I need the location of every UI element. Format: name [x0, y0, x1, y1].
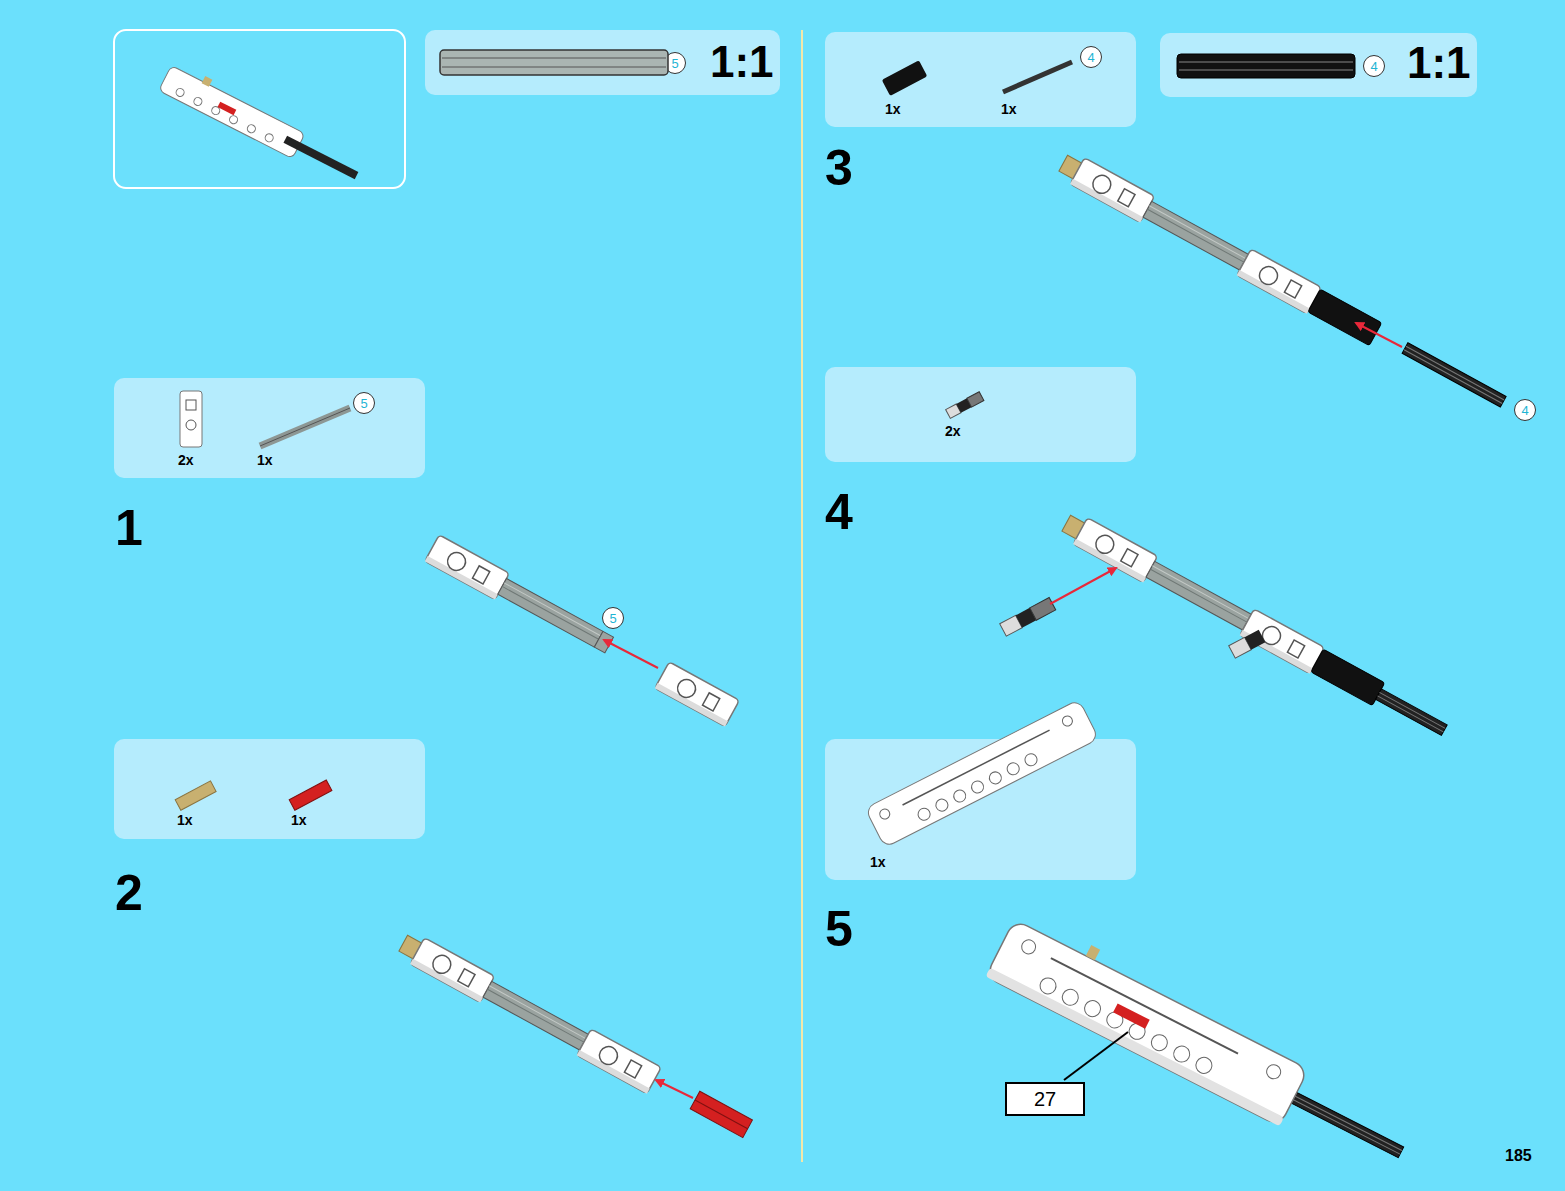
- parts-panel: 2x: [825, 367, 1136, 462]
- step-number: 3: [825, 143, 853, 193]
- page-number: 185: [1505, 1148, 1532, 1164]
- parts-panel: 1x: [825, 739, 1136, 880]
- parts-panel: 2x 1x 5: [114, 378, 425, 478]
- callout-number: 4: [1087, 51, 1094, 64]
- step-number: 4: [825, 487, 853, 537]
- step-number: 1: [115, 503, 143, 553]
- callout-number: 27: [1034, 1088, 1056, 1111]
- step-number: 2: [115, 868, 143, 918]
- callout-number: 4: [1080, 46, 1102, 68]
- scale-label: 1:1: [1407, 41, 1471, 85]
- step-number: 5: [825, 904, 853, 954]
- quantity-label: 2x: [945, 424, 961, 438]
- scale-label: 1:1: [710, 40, 774, 84]
- parts-panel: 1:1 4: [1160, 33, 1477, 97]
- callout-number: 5: [609, 612, 616, 625]
- callout-number: 4: [1514, 399, 1536, 421]
- quantity-label: 1x: [291, 813, 307, 827]
- callout-number: 4: [1521, 404, 1528, 417]
- quantity-label: 1x: [870, 855, 886, 869]
- quantity-label: 2x: [178, 453, 194, 467]
- callout-number: 4: [1363, 55, 1385, 77]
- quantity-label: 1x: [257, 453, 273, 467]
- quantity-label: 1x: [177, 813, 193, 827]
- quantity-label: 1x: [885, 102, 901, 116]
- callout-number: 5: [671, 57, 678, 70]
- callout-number: 5: [602, 607, 624, 629]
- quantity-label: 1x: [1001, 102, 1017, 116]
- callout-number: 5: [353, 392, 375, 414]
- callout-number: 5: [664, 52, 686, 74]
- parts-panel: 1x 1x 4: [825, 32, 1136, 127]
- parts-panel: 1x 1x: [114, 739, 425, 839]
- submodel-callout: 27: [1005, 1082, 1085, 1116]
- callout-number: 5: [360, 397, 367, 410]
- callout-number: 4: [1370, 60, 1377, 73]
- parts-panel: 1:1 5: [425, 30, 780, 95]
